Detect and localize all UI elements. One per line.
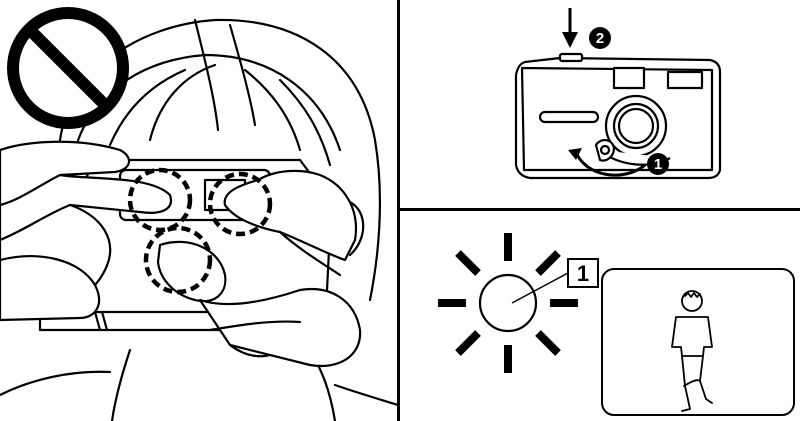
camera-operation-illustration: 2 1 xyxy=(400,0,800,209)
prohibited-icon xyxy=(13,13,123,123)
step-2-label: 2 xyxy=(596,30,604,47)
camera-front xyxy=(516,54,720,178)
step-2-badge: 2 xyxy=(589,27,611,49)
callout-1-label: 1 xyxy=(577,261,589,286)
sun-icon xyxy=(438,233,578,373)
press-arrow-icon xyxy=(562,8,578,48)
step-1-badge: 1 xyxy=(647,153,669,175)
step-1-label: 1 xyxy=(654,156,662,173)
panel-backlight-subject: 1 xyxy=(400,211,800,421)
panel-camera-operation: 2 1 xyxy=(400,0,800,209)
backlight-illustration: 1 xyxy=(400,211,800,421)
panel-do-not-cover xyxy=(0,0,398,421)
holding-camera-illustration xyxy=(0,0,398,421)
